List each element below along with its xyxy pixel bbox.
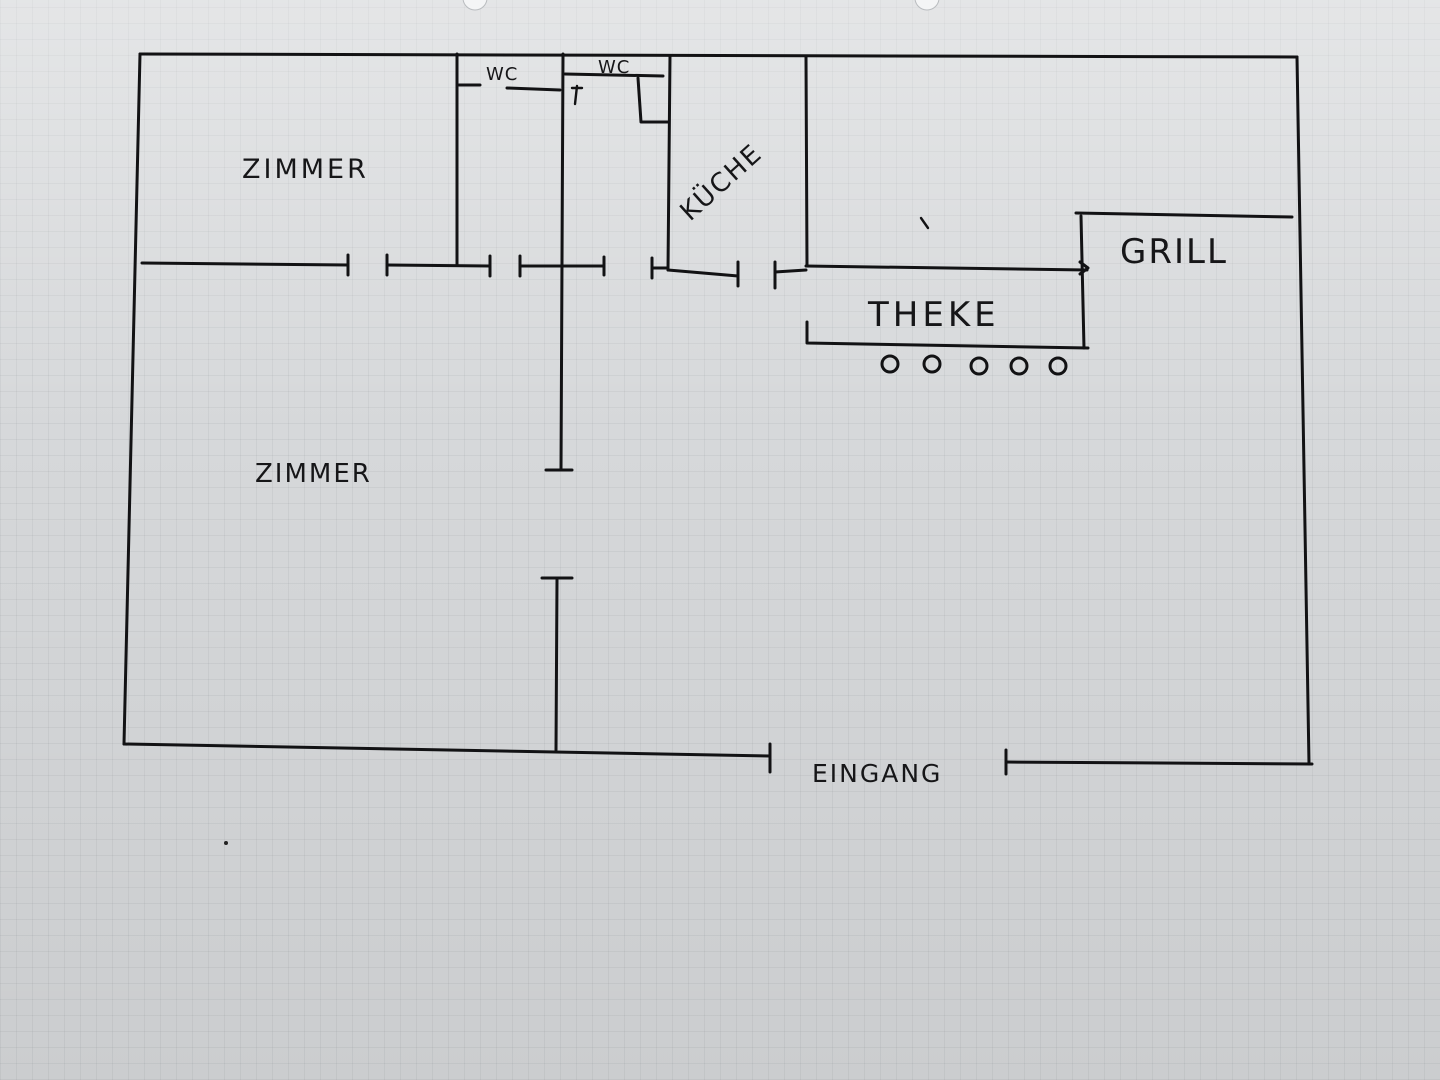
wall-segment: [554, 578, 559, 752]
wall-counter-top: [804, 264, 1089, 272]
wall-segment: [385, 263, 492, 268]
bar-stool: [922, 354, 942, 374]
pen-mark: [919, 216, 930, 230]
wc-divider-wall: [559, 52, 565, 472]
outer-walls: [122, 52, 1314, 776]
counter-grill-area: [805, 211, 1294, 350]
binder-hole: [914, 0, 940, 11]
wc-label-1: WC: [486, 64, 518, 85]
wc-fixture: [570, 84, 584, 106]
room-label-top-left: ZIMMER: [242, 154, 369, 185]
counter-outline: [805, 320, 1090, 350]
grill-top-line: [1074, 211, 1294, 219]
kitchen-label: KÜCHE: [673, 137, 768, 227]
counter-right-edge: [1079, 214, 1086, 350]
wall-bottom-left: [122, 742, 772, 758]
wc-label-2: WC: [598, 57, 630, 78]
entrance-label: EINGANG: [812, 759, 942, 788]
counter-label: THEKE: [867, 295, 1000, 335]
bar-stool: [969, 356, 989, 376]
wall-left: [122, 52, 142, 746]
interior-wall-horizontal: [140, 253, 1089, 290]
bar-stool: [1048, 356, 1068, 376]
bar-stool: [880, 354, 900, 374]
wall-bottom-right: [1004, 760, 1314, 766]
wc-top-line: [563, 72, 665, 78]
arrow-mark: [1078, 260, 1090, 276]
wall-right: [1295, 55, 1311, 766]
wc-partitions: [455, 52, 809, 472]
wall-segment: [140, 261, 350, 267]
pen-dot: [224, 841, 228, 845]
bar-stools: [880, 354, 1068, 376]
wall-top: [138, 52, 1299, 59]
wc-fixture: [636, 76, 670, 124]
wc-door-mark: [505, 86, 562, 92]
bar-stool: [1009, 356, 1029, 376]
center-partition: [540, 468, 574, 752]
kitchen-wall-left: [666, 54, 672, 272]
grill-label: GRILL: [1120, 232, 1228, 272]
binder-hole: [462, 0, 488, 11]
room-label-bottom-left: ZIMMER: [255, 459, 372, 489]
wall-segment: [666, 268, 740, 278]
kitchen-wall-right: [804, 55, 809, 268]
wall-segment: [773, 268, 808, 274]
